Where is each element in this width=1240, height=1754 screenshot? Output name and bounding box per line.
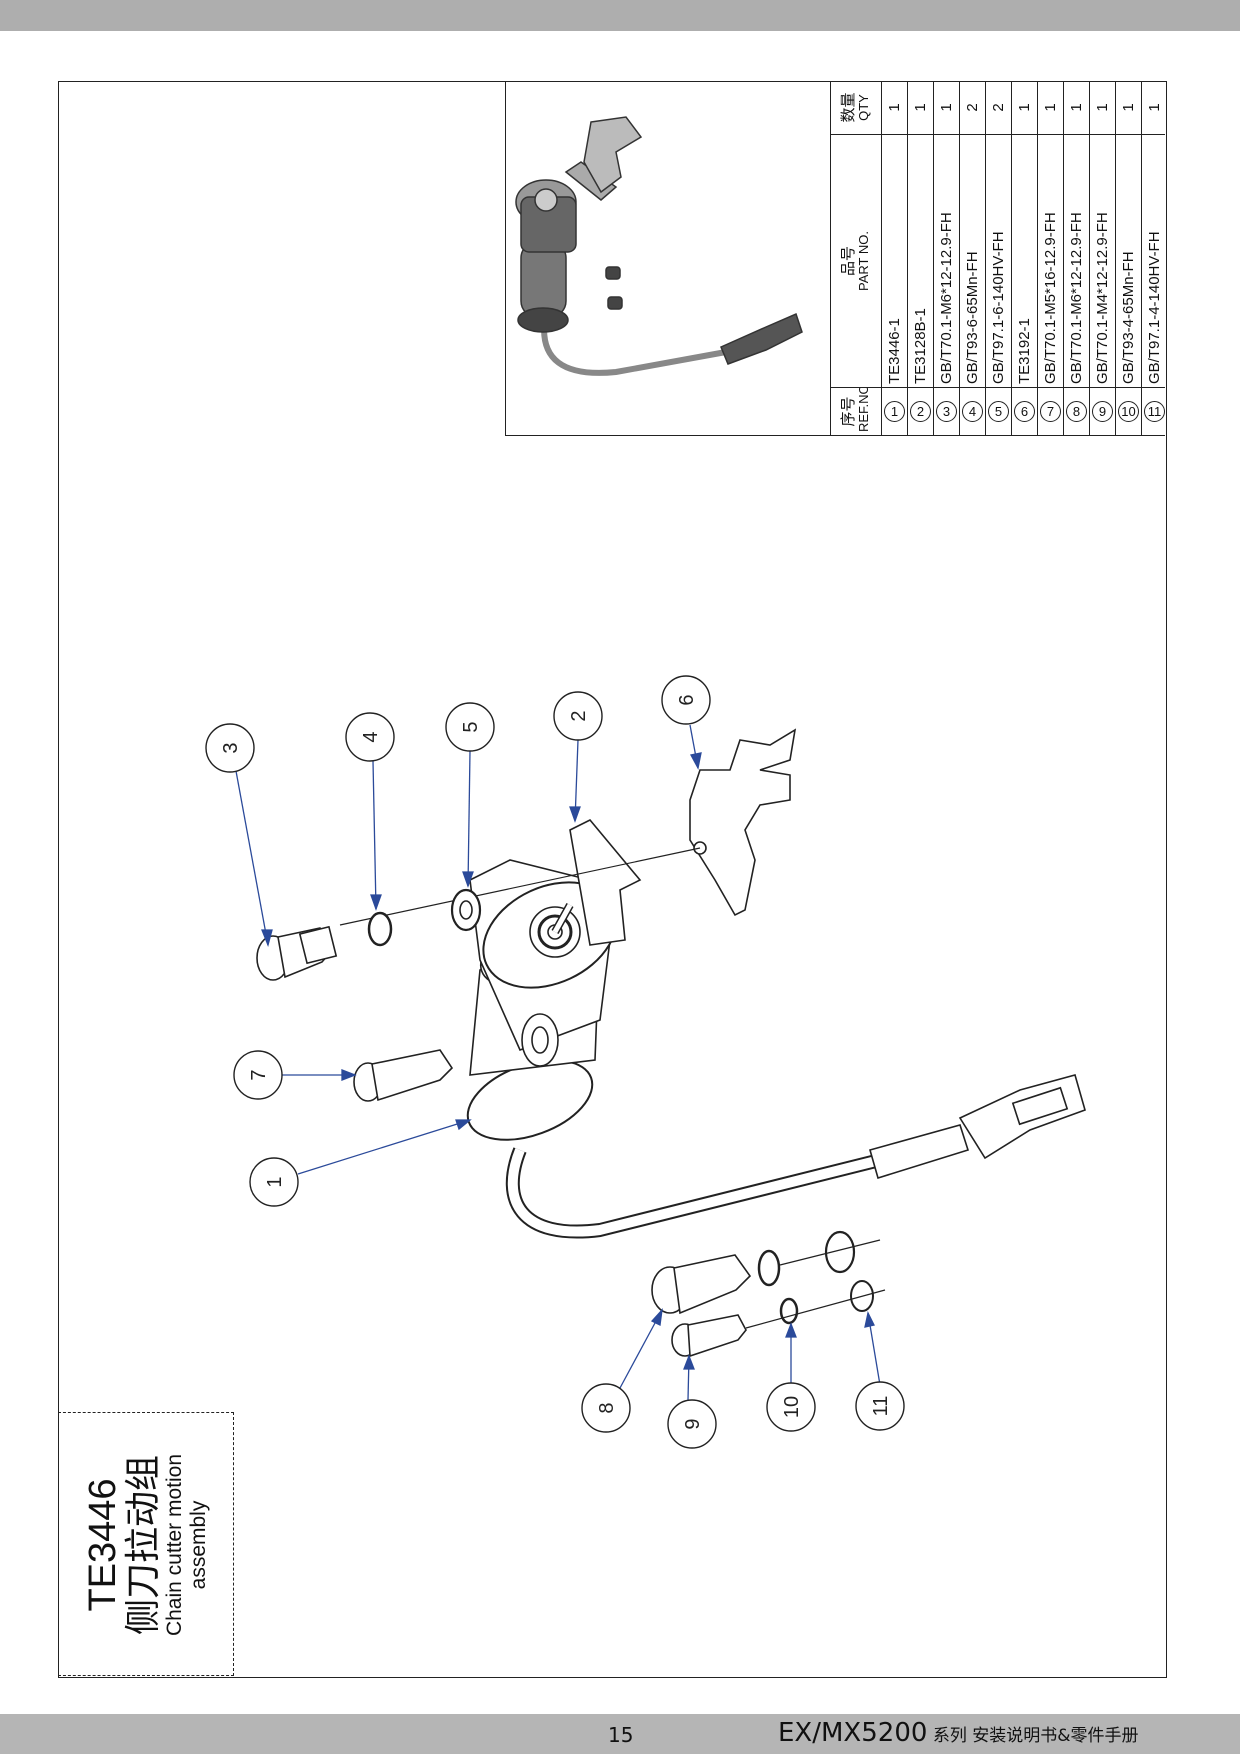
header-qty-en: QTY [856,94,871,121]
bom-qty: 1 [1089,81,1116,135]
balloon-9: 9 [682,1418,704,1429]
bom-ref-cell: 5 [985,387,1012,436]
balloon-1: 1 [264,1176,286,1187]
bom-ref-cell: 4 [959,387,986,436]
header-ref-cn: 序号 [840,396,857,427]
bom-ref-cell: 3 [933,387,960,436]
bottom-bar [0,1714,1240,1754]
bom-part-number: GB/T97.1-6-140HV-FH [985,134,1012,388]
bom-ref-number: 4 [961,401,983,422]
top-bar [0,0,1240,31]
bom-qty: 1 [1063,81,1090,135]
header-ref-en: REF.NO. [856,387,871,433]
bom-qty: 1 [1115,81,1142,135]
bom-ref-number: 10 [1117,401,1139,422]
bom-ref-number: 9 [1091,401,1113,422]
bom-qty: 1 [1141,81,1165,135]
cable [505,1147,882,1239]
bom-ref-number: 5 [987,401,1009,422]
balloon-5: 5 [460,721,482,732]
bom-ref-cell: 10 [1115,387,1142,436]
washer-8a [757,1249,781,1287]
header-part-cn: 品号 [840,246,857,277]
bom-part-number: TE3446-1 [881,134,908,388]
mounting-bracket [689,728,797,917]
balloon-10: 10 [781,1396,803,1418]
washer-4 [367,911,393,947]
bom-part-number: GB/T70.1-M4*12-12.9-FH [1089,134,1116,388]
header-part-en: PART NO. [856,231,871,291]
bom-header-part: 品号 PART NO. [830,134,882,388]
assembly-code: TE3446 [82,1478,125,1612]
footer-title: EX/MX5200 系列 安装说明书&零件手册 [778,1718,1139,1748]
bom-qty: 2 [985,81,1012,135]
bom-ref-number: 7 [1039,401,1061,422]
bom-qty: 1 [881,81,908,135]
bom-ref-number: 6 [1013,401,1035,422]
bom-header-ref: 序号 REF.NO. [830,387,882,436]
bom-ref-number: 2 [909,401,931,422]
footer-doc-subtitle: 系列 安装说明书&零件手册 [927,1726,1139,1746]
assembly-name-en-1: Chain cutter motion [162,1453,186,1637]
balloon-4: 4 [360,731,382,742]
bom-ref-number: 11 [1143,401,1165,422]
bom-qty: 1 [907,81,934,135]
assembly-name-cn: 侧刀拉动组 [122,1455,163,1636]
bom-ref-cell: 6 [1011,387,1038,436]
bom-ref-cell: 9 [1089,387,1116,436]
bom-qty: 1 [933,81,960,135]
bom-ref-cell: 1 [881,387,908,436]
balloon-7: 7 [248,1069,270,1080]
connector-sleeve [869,1124,970,1180]
page-number: 15 [608,1723,634,1747]
bom-part-number: GB/T70.1-M5*16-12.9-FH [1037,134,1064,388]
bom-ref-cell: 8 [1063,387,1090,436]
bom-ref-cell: 11 [1141,387,1165,436]
balloon-8: 8 [596,1402,618,1413]
bom-header-row: 序号 REF.NO. 品号 PART NO. 数量 QTY [830,81,882,436]
bom-header-qty: 数量 QTY [830,81,882,135]
balloon-3: 3 [220,742,242,753]
bom-qty: 1 [1037,81,1064,135]
balloon-2: 2 [568,710,590,721]
bom-part-number: GB/T70.1-M6*12-12.9-FH [933,134,960,388]
assembly-name-en-2: assembly [186,1500,210,1590]
washer-10 [779,1297,799,1325]
bom-part-number: GB/T70.1-M6*12-12.9-FH [1063,134,1090,388]
bom-ref-number: 1 [883,401,905,422]
motor-bracket [569,819,642,946]
bom-ref-cell: 2 [907,387,934,436]
footer-doc-title: EX/MX5200 [778,1718,928,1748]
bom-part-number: TE3128B-1 [907,134,934,388]
assembly-thumbnail [505,81,831,436]
bom-ref-number: 8 [1065,401,1087,422]
bom-qty: 2 [959,81,986,135]
bom-part-number: GB/T93-4-65Mn-FH [1115,134,1142,388]
bom-part-number: TE3192-1 [1011,134,1038,388]
balloon-11: 11 [870,1396,892,1417]
bom-ref-number: 3 [935,401,957,422]
bom-part-number: GB/T97.1-4-140HV-FH [1141,134,1165,388]
bom-part-number: GB/T93-6-65Mn-FH [959,134,986,388]
bom-ref-cell: 7 [1037,387,1064,436]
bom-qty: 1 [1011,81,1038,135]
balloon-6: 6 [676,694,698,705]
title-block: TE3446 侧刀拉动组 Chain cutter motion assembl… [58,1412,234,1676]
washer-8b [824,1230,856,1274]
header-qty-cn: 数量 [840,92,857,123]
